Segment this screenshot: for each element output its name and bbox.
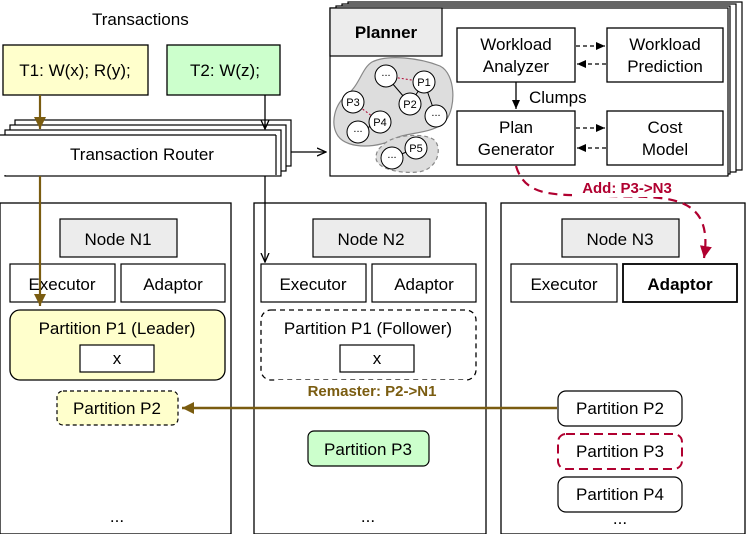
node-n1-item-x: x — [113, 349, 122, 368]
node-n1-adaptor: Adaptor — [143, 275, 203, 294]
svg-text:...: ... — [381, 67, 390, 79]
node-n1-ellipsis: ... — [110, 507, 124, 526]
svg-text:...: ... — [387, 149, 396, 161]
clump-node-p5: P5 — [404, 136, 428, 160]
node-n1-partition-p2: Partition P2 — [73, 399, 161, 418]
transaction-router: Transaction Router — [0, 119, 292, 177]
plan-generator-line1: Plan — [499, 118, 533, 137]
clump-node-dots-4: ... — [380, 146, 404, 170]
planner-title: Planner — [355, 23, 418, 42]
svg-text:P4: P4 — [373, 117, 386, 129]
workload-analyzer-line1: Workload — [480, 35, 552, 54]
node-n2-item-x: x — [373, 349, 382, 368]
svg-text:...: ... — [353, 123, 362, 135]
clump-node-dots-3: ... — [346, 120, 370, 144]
node-n3: Node N3 Executor Adaptor Partition P2 Pa… — [500, 202, 746, 534]
cost-model-line2: Model — [642, 140, 688, 159]
workload-prediction-line2: Prediction — [627, 57, 703, 76]
node-n2-adaptor: Adaptor — [394, 275, 454, 294]
clump-node-dots-1: ... — [374, 64, 398, 88]
clump-node-p4: P4 — [368, 110, 392, 134]
svg-text:P1: P1 — [417, 77, 430, 89]
node-n2: Node N2 Executor Adaptor Partition P1 (F… — [253, 202, 487, 534]
clump-node-p3: P3 — [341, 90, 365, 114]
transaction-t1-label: T1: W(x); R(y); — [19, 61, 130, 80]
add-label: Add: P3->N3 — [582, 180, 672, 197]
node-n3-executor: Executor — [530, 275, 597, 294]
workload-analyzer-line2: Analyzer — [483, 57, 549, 76]
node-n2-ellipsis: ... — [361, 507, 375, 526]
clump-node-p1: P1 — [412, 70, 436, 94]
node-n2-partition-p3: Partition P3 — [324, 440, 412, 459]
node-n3-ellipsis: ... — [613, 509, 627, 528]
node-n3-partition-p4: Partition P4 — [576, 485, 664, 504]
svg-text:P2: P2 — [403, 99, 416, 111]
transaction-t1: T1: W(x); R(y); — [2, 44, 149, 96]
transaction-t2-label: T2: W(z); — [190, 61, 260, 80]
node-n3-title: Node N3 — [586, 230, 653, 249]
clumps-label: Clumps — [529, 88, 587, 107]
node-n3-adaptor: Adaptor — [647, 275, 713, 294]
svg-text:...: ... — [431, 107, 440, 119]
node-n3-partition-p3: Partition P3 — [576, 442, 664, 461]
transaction-router-label: Transaction Router — [70, 145, 214, 164]
node-n1: Node N1 Executor Adaptor Partition P1 (L… — [0, 202, 232, 534]
clump-node-p2: P2 — [398, 92, 422, 116]
plan-generator-line2: Generator — [478, 140, 555, 159]
node-n1-partition-leader: Partition P1 (Leader) — [39, 319, 196, 338]
transactions-heading: Transactions — [92, 10, 189, 29]
node-n3-partition-p2: Partition P2 — [576, 399, 664, 418]
transaction-t2: T2: W(z); — [166, 44, 281, 96]
svg-text:P5: P5 — [409, 143, 422, 155]
node-n1-title: Node N1 — [84, 230, 151, 249]
cost-model-line1: Cost — [648, 118, 683, 137]
cost-model-box: Cost Model — [606, 110, 724, 166]
plan-generator-box: Plan Generator — [456, 110, 576, 166]
remaster-label: Remaster: P2->N1 — [308, 383, 437, 400]
workload-prediction-line1: Workload — [629, 35, 701, 54]
node-n2-executor: Executor — [279, 275, 346, 294]
planner-title-box: Planner — [329, 7, 443, 57]
workload-analyzer-box: Workload Analyzer — [456, 27, 576, 83]
workload-prediction-box: Workload Prediction — [606, 27, 724, 83]
node-n1-executor: Executor — [28, 275, 95, 294]
clump-node-dots-2: ... — [424, 104, 448, 128]
node-n2-title: Node N2 — [337, 230, 404, 249]
svg-text:P3: P3 — [346, 97, 359, 109]
node-n2-partition-follower: Partition P1 (Follower) — [284, 319, 452, 338]
clump-graph: ... P1 P2 ... P3 P4 ... P5 — [333, 57, 454, 173]
